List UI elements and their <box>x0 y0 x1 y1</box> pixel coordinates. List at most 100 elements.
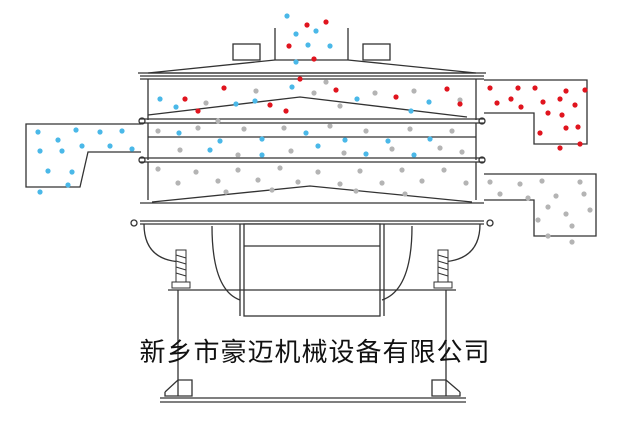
blue-particle <box>303 130 309 136</box>
blue-particle <box>408 108 414 114</box>
blue-particle <box>97 129 103 135</box>
blue-particle <box>327 43 333 49</box>
red-particle <box>267 102 273 108</box>
red-particle <box>182 96 188 102</box>
gray-particle <box>195 125 201 131</box>
upper-screen <box>147 96 468 118</box>
red-particle <box>494 100 500 106</box>
blue-particle <box>284 13 290 19</box>
particles <box>35 13 593 245</box>
blue-particle <box>289 84 295 90</box>
red-particle <box>563 88 569 94</box>
blue-particle <box>35 129 41 135</box>
gray-particle <box>411 88 417 94</box>
gray-particle <box>337 181 343 187</box>
red-particle <box>487 85 493 91</box>
gray-particle <box>569 223 575 229</box>
red-particle <box>545 110 551 116</box>
spring-icon <box>171 249 453 289</box>
gray-particle <box>457 97 463 103</box>
red-particle <box>577 141 583 147</box>
gray-particle <box>235 152 241 158</box>
inlet-chute-icon <box>274 28 349 63</box>
middle-deck <box>138 123 486 164</box>
blue-particle <box>73 127 79 133</box>
blue-particle <box>157 96 163 102</box>
gray-particle <box>563 211 569 217</box>
blue-particle <box>37 189 43 195</box>
gray-particle <box>487 179 493 185</box>
gray-particle <box>215 178 221 184</box>
red-particle <box>333 87 339 93</box>
blue-particle <box>129 146 135 152</box>
red-particle <box>532 85 538 91</box>
red-particle <box>515 85 521 91</box>
lower-deck <box>130 162 494 227</box>
gray-particle <box>215 118 221 124</box>
bolt-icon <box>478 156 486 164</box>
blue-particle <box>55 137 61 143</box>
gray-particle <box>311 90 317 96</box>
bolt-icon <box>486 219 494 227</box>
gray-particle <box>372 90 378 96</box>
red-particle <box>323 19 329 25</box>
company-name: 新乡市豪迈机械设备有限公司 <box>139 338 491 368</box>
gray-particle <box>277 165 283 171</box>
red-particle <box>518 104 524 110</box>
blue-particle <box>233 101 239 107</box>
blue-particle <box>315 143 321 149</box>
gray-particle <box>337 103 343 109</box>
gray-particle <box>539 178 545 184</box>
gray-particle <box>569 239 575 245</box>
blue-particle <box>69 169 75 175</box>
blue-particle <box>259 136 265 142</box>
blue-particle <box>37 148 43 154</box>
blue-particle <box>207 147 213 153</box>
red-particle <box>286 43 292 49</box>
gray-particle <box>449 128 455 134</box>
gray-particle <box>379 180 385 186</box>
bolt-icon <box>130 219 138 227</box>
motor <box>243 223 381 317</box>
gray-particle <box>357 168 363 174</box>
gray-particle <box>175 180 181 186</box>
red-particle <box>557 145 563 151</box>
bolt-icon <box>138 156 146 164</box>
blue-particle <box>107 143 113 149</box>
red-particle <box>297 76 303 82</box>
gray-particle <box>407 126 413 132</box>
gray-particle <box>155 128 161 134</box>
gray-particle <box>587 207 593 213</box>
red-particle <box>283 108 289 114</box>
blue-particle <box>411 152 417 158</box>
gray-particle <box>363 128 369 134</box>
gray-particle <box>223 189 229 195</box>
blue-particle <box>173 104 179 110</box>
gray-particle <box>402 191 408 197</box>
blue-particle <box>427 136 433 142</box>
gray-particle <box>525 195 531 201</box>
left-outlet <box>25 123 141 188</box>
red-particle <box>582 87 588 93</box>
red-particle <box>393 94 399 100</box>
gray-particle <box>553 193 559 199</box>
gray-particle <box>235 167 241 173</box>
red-particle <box>572 102 578 108</box>
gray-particle <box>281 125 287 131</box>
right-top-outlet <box>484 79 588 145</box>
left-nozzle <box>232 43 261 61</box>
base-frame <box>143 223 481 403</box>
red-particle <box>540 99 546 105</box>
gray-particle <box>545 233 551 239</box>
right-bottom-outlet <box>484 173 597 237</box>
gray-particle <box>545 204 551 210</box>
cover-dome <box>147 59 477 74</box>
blue-particle <box>342 137 348 143</box>
bottom-cone <box>151 185 473 203</box>
red-particle <box>537 130 543 136</box>
red-particle <box>575 124 581 130</box>
gray-particle <box>203 100 209 106</box>
blue-particle <box>426 99 432 105</box>
blue-particle <box>65 182 71 188</box>
